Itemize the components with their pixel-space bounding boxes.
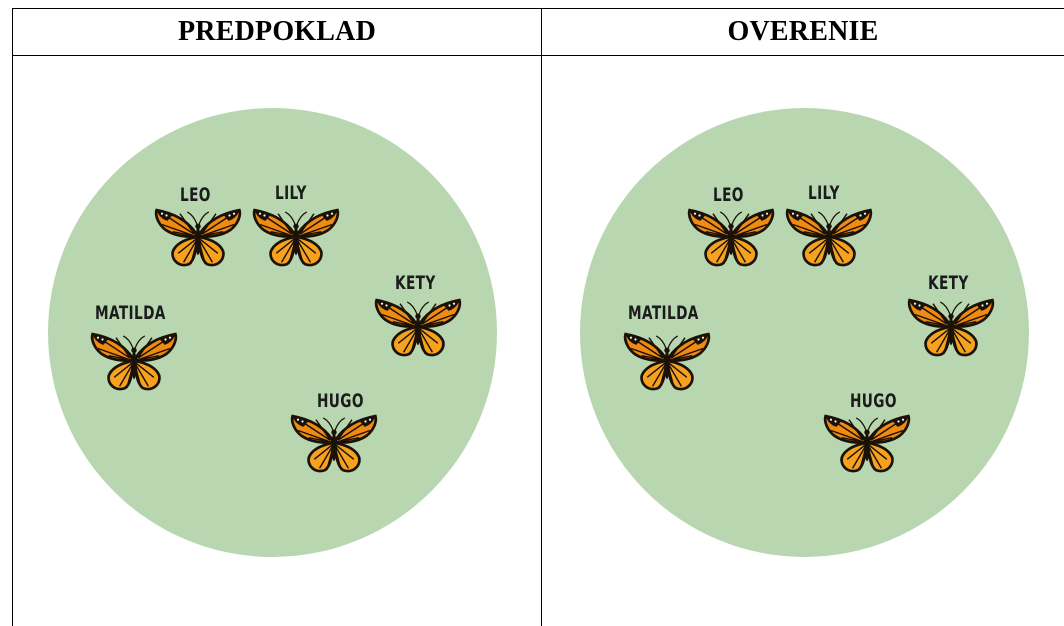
butterfly-label: MATILDA	[95, 302, 166, 324]
table-border-left	[12, 8, 13, 626]
panel-overenie: LEO LILY KETY MATILDA HUGO	[542, 56, 1064, 626]
butterfly-label: LEO	[713, 184, 744, 206]
monarch-butterfly-icon	[623, 332, 711, 391]
table-border-middle	[541, 8, 542, 626]
header-overenie: OVERENIE	[542, 9, 1064, 55]
butterfly-label: KETY	[928, 272, 969, 294]
panel-predpoklad: LEO LILY KETY MATILDA HUGO	[13, 56, 541, 626]
butterfly-label: KETY	[395, 272, 436, 294]
monarch-butterfly-icon	[823, 414, 911, 473]
monarch-butterfly-icon	[907, 298, 995, 357]
butterfly-label: MATILDA	[628, 302, 699, 324]
butterfly-label: HUGO	[850, 390, 897, 412]
header-predpoklad-label: PREDPOKLAD	[178, 16, 376, 47]
monarch-butterfly-icon	[687, 208, 775, 267]
monarch-butterfly-icon	[252, 208, 340, 267]
monarch-butterfly-icon	[374, 298, 462, 357]
monarch-butterfly-icon	[154, 208, 242, 267]
butterfly-label: LEO	[180, 184, 211, 206]
monarch-butterfly-icon	[785, 208, 873, 267]
monarch-butterfly-icon	[290, 414, 378, 473]
butterfly-label: LILY	[275, 182, 307, 204]
table-border-header-bottom	[12, 55, 1064, 56]
header-predpoklad: PREDPOKLAD	[13, 9, 541, 55]
butterfly-label: LILY	[808, 182, 840, 204]
monarch-butterfly-icon	[90, 332, 178, 391]
header-overenie-label: OVERENIE	[727, 16, 879, 47]
table-border-top	[12, 8, 1064, 9]
butterfly-label: HUGO	[317, 390, 364, 412]
scene-predpoklad: LEO LILY KETY MATILDA HUGO	[13, 56, 541, 626]
scene-overenie: LEO LILY KETY MATILDA HUGO	[542, 56, 1064, 626]
